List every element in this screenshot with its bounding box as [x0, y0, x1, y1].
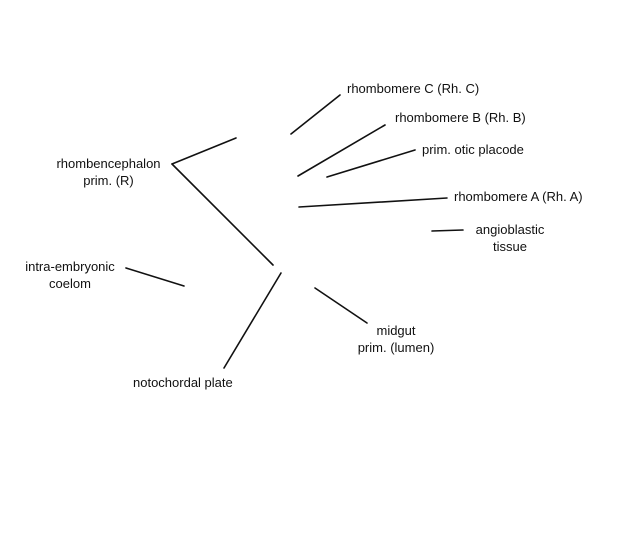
label-notochordal: notochordal plate [133, 374, 233, 391]
leader-rhombomere-c [290, 94, 341, 135]
label-rhombencephalon: rhombencephalon prim. (R) [50, 155, 167, 189]
leader-notochordal [223, 272, 282, 369]
label-midgut: midgut prim. (lumen) [342, 322, 450, 356]
label-angioblastic-line2: tissue [493, 239, 527, 254]
leader-midgut [314, 287, 368, 324]
leader-otic-placode [326, 149, 416, 178]
label-rhombomere-a-text: rhombomere A (Rh. A) [454, 189, 583, 204]
label-rhombencephalon-line1: rhombencephalon [56, 156, 161, 171]
label-coelom-line1: intra-embryonic [25, 259, 115, 274]
label-rhombencephalon-line2: prim. (R) [83, 173, 134, 188]
label-angioblastic-line1: angioblastic [475, 222, 545, 237]
label-otic-placode: prim. otic placode [422, 141, 524, 158]
leader-coelom [125, 267, 185, 287]
leader-rhombencephalon-lower [171, 163, 274, 266]
label-angioblastic: angioblastic tissue [465, 221, 555, 255]
leader-rhombencephalon-upper [171, 137, 237, 165]
leader-rhombomere-a [298, 197, 448, 208]
label-midgut-line2: prim. (lumen) [357, 340, 435, 355]
label-rhombomere-c: rhombomere C (Rh. C) [347, 80, 479, 97]
leader-rhombomere-b [297, 124, 386, 177]
label-coelom: intra-embryonic coelom [17, 258, 123, 292]
label-rhombomere-b: rhombomere B (Rh. B) [395, 109, 526, 126]
label-rhombomere-c-text: rhombomere C (Rh. C) [347, 81, 480, 96]
label-midgut-line1: midgut [376, 323, 416, 338]
label-rhombomere-b-text: rhombomere B (Rh. B) [395, 110, 526, 125]
leader-angioblastic [431, 229, 464, 232]
label-coelom-line2: coelom [49, 276, 91, 291]
label-otic-placode-text: prim. otic placode [422, 142, 524, 157]
label-notochordal-text: notochordal plate [133, 375, 233, 390]
label-rhombomere-a: rhombomere A (Rh. A) [454, 188, 583, 205]
